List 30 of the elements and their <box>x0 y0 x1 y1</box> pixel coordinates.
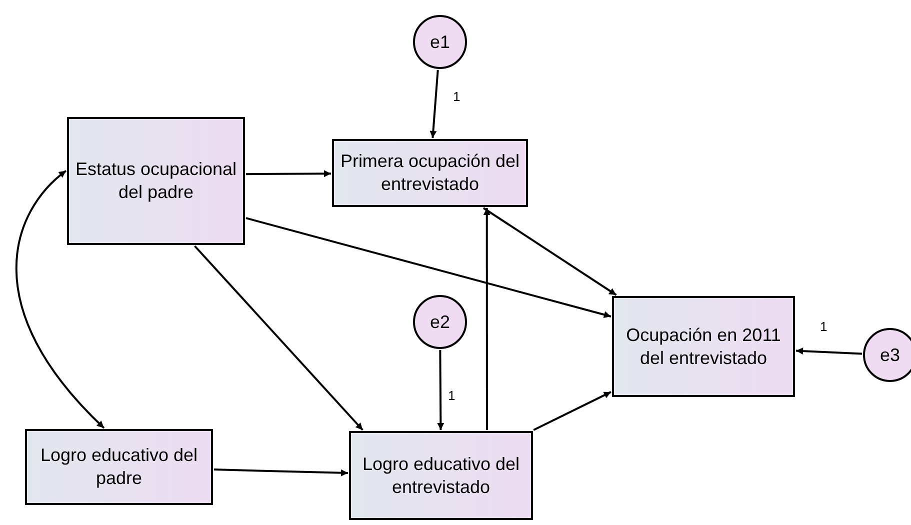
variable-box <box>612 296 795 397</box>
arrow <box>533 391 612 431</box>
error-term-circle <box>413 15 467 69</box>
node-label: e3 <box>878 344 902 366</box>
variable-box <box>349 431 533 520</box>
arrow <box>430 70 439 138</box>
node-label: Primera ocupación del entrevistado <box>339 150 521 196</box>
arrow <box>437 350 444 430</box>
node-label: Ocupación en 2011 del entrevistado <box>625 324 782 370</box>
node-label: e1 <box>428 30 452 54</box>
node-label: Estatus ocupacional del padre <box>74 158 238 204</box>
variable-box <box>25 429 213 505</box>
variable-box <box>67 117 245 245</box>
node-label: Logro educativo del entrevistado <box>361 452 521 498</box>
arrow <box>214 468 348 476</box>
arrow <box>482 207 617 296</box>
arrow <box>796 348 862 355</box>
error-term-circle <box>863 328 911 382</box>
arrow <box>246 170 331 178</box>
node-label: Logro educativo del padre <box>39 444 199 490</box>
double-headed-arrow <box>15 170 105 429</box>
arrow <box>483 208 490 430</box>
error-term-circle <box>413 295 467 349</box>
edge-label: 1 <box>447 389 456 403</box>
arrow <box>246 217 612 318</box>
variable-box <box>332 139 528 207</box>
edge-label: 1 <box>452 90 462 104</box>
edge-label: 1 <box>819 320 828 334</box>
arrow <box>194 245 364 431</box>
node-label: e2 <box>428 310 452 334</box>
